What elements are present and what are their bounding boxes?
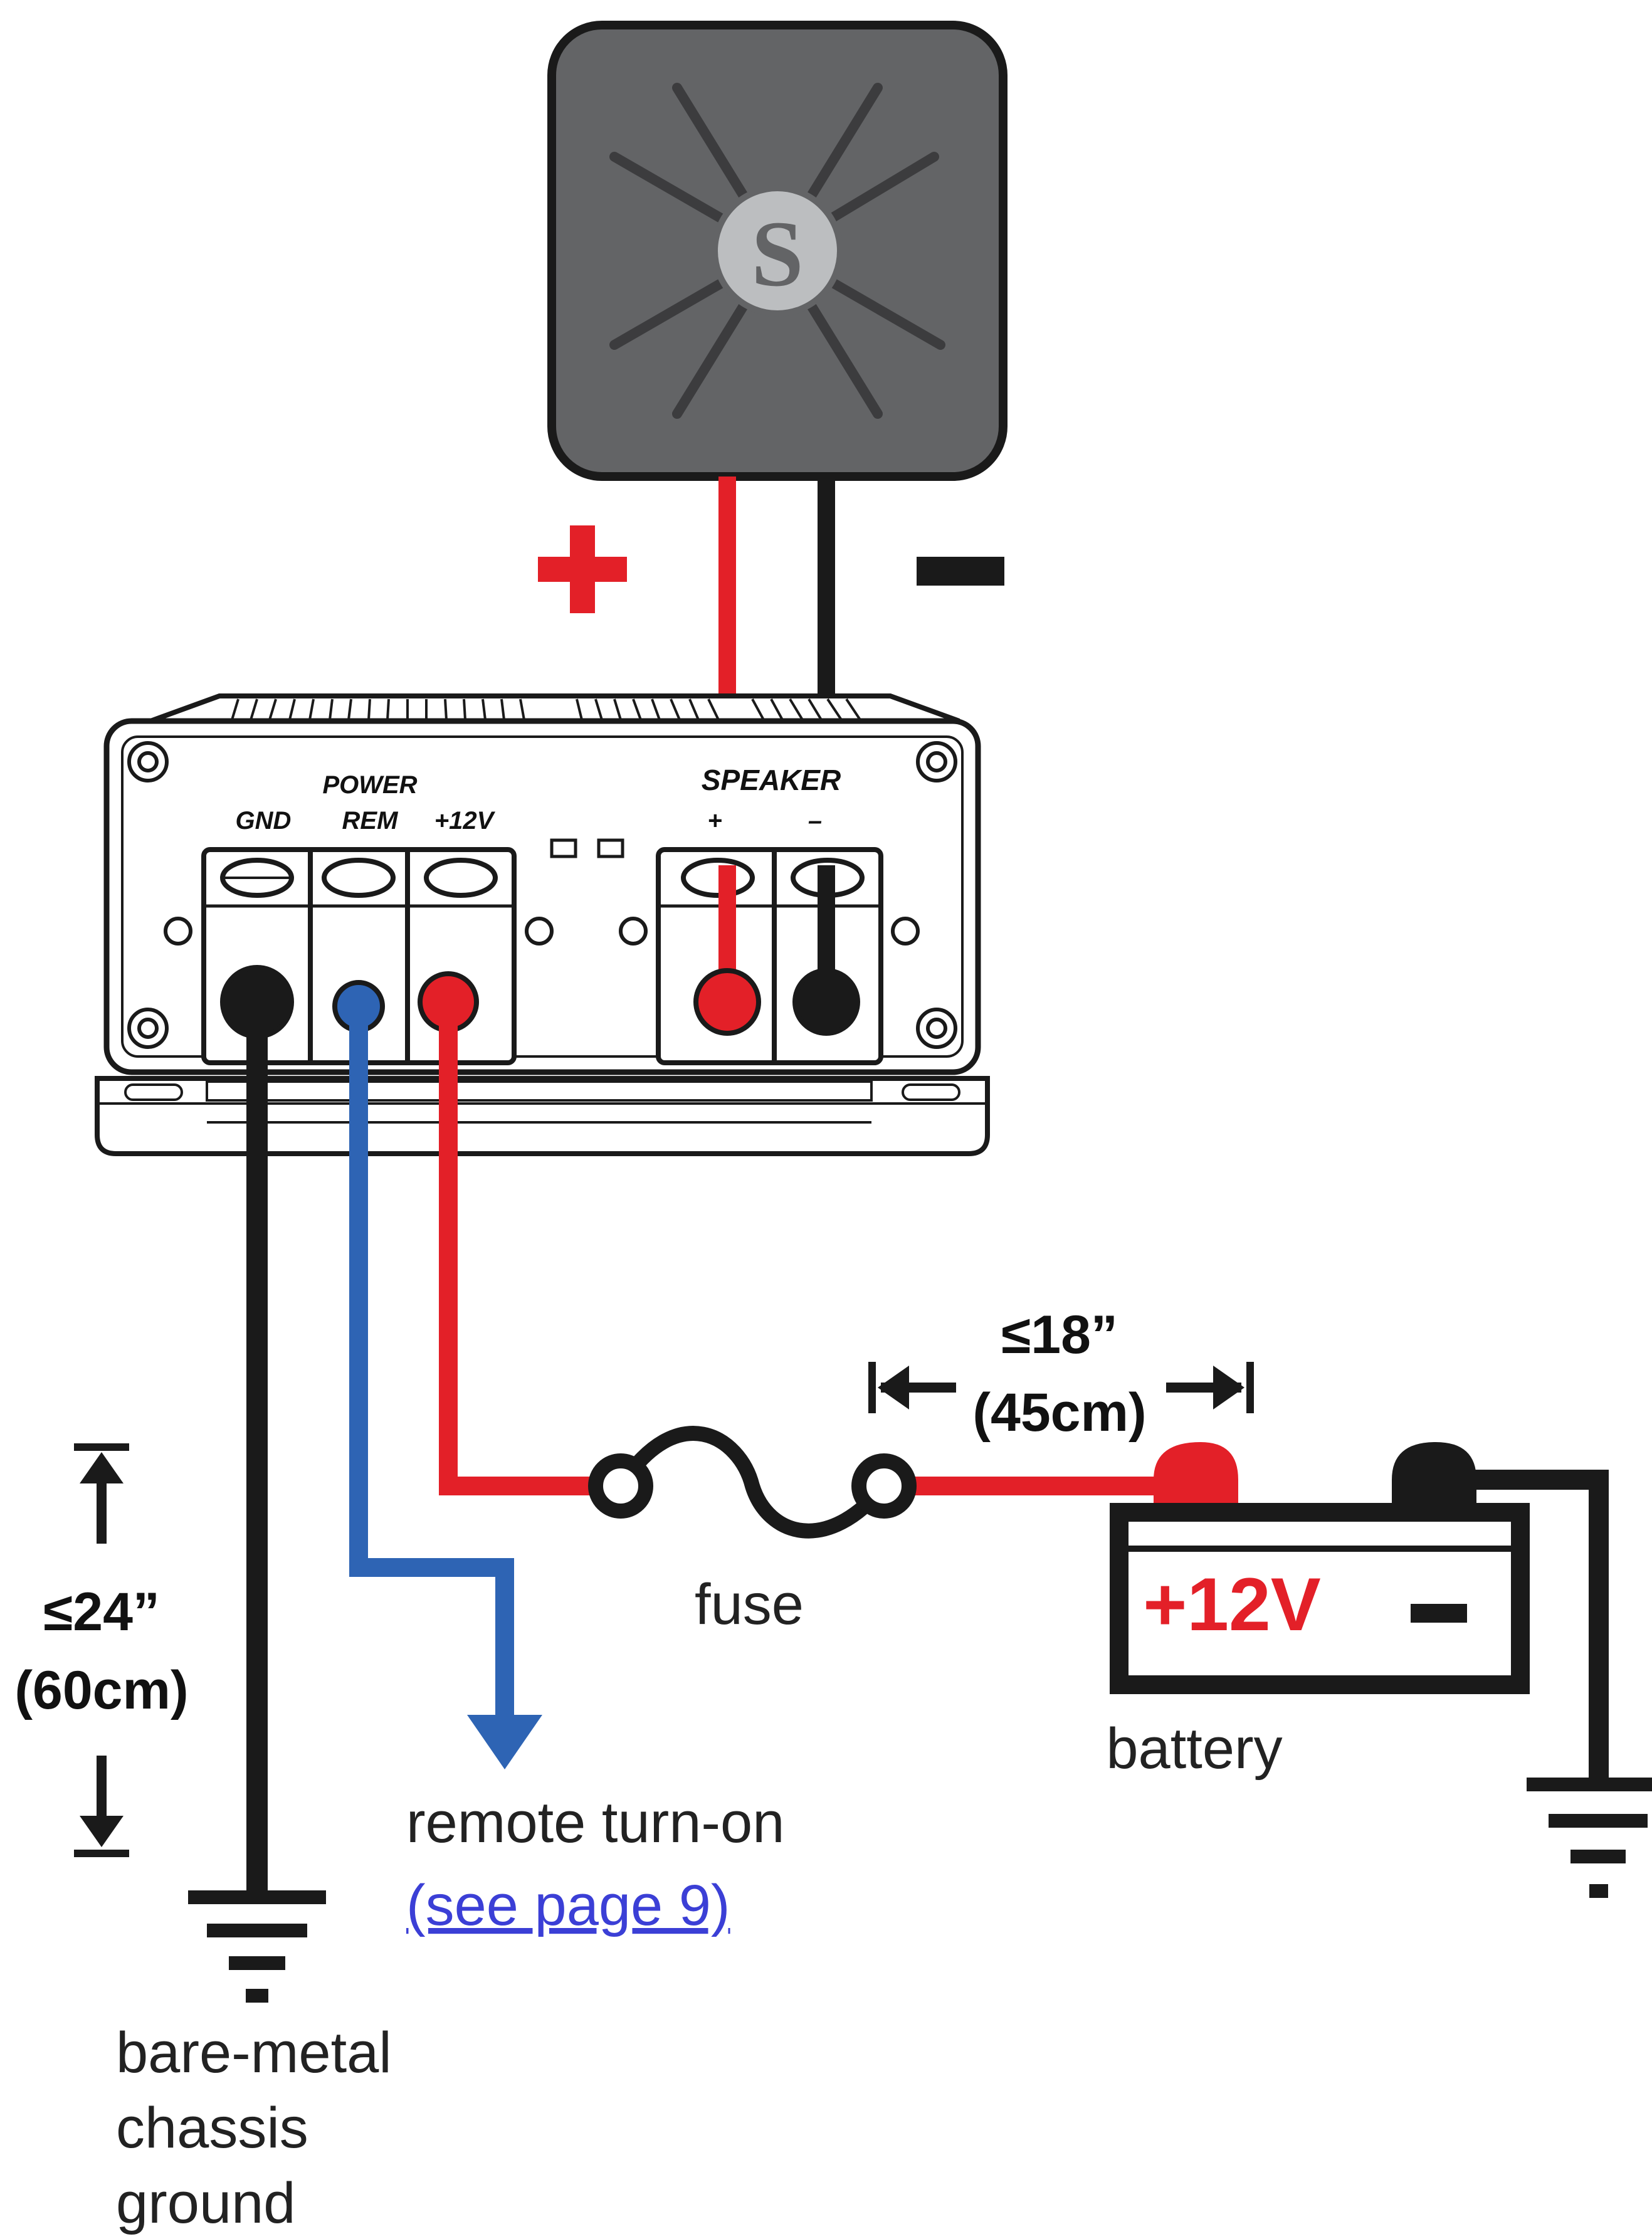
battery-minus-sign xyxy=(1411,1604,1467,1623)
terminal-label-rem: REM xyxy=(342,807,399,835)
fuse-icon xyxy=(588,1426,917,1539)
fuse-distance-dimension xyxy=(868,1362,1254,1413)
battery-ground-icon xyxy=(1527,1778,1652,1898)
fuse-label: fuse xyxy=(695,1573,804,1636)
battery-negative-post xyxy=(1392,1442,1476,1512)
fuse-distance-metric: (45cm) xyxy=(972,1383,1146,1443)
battery-positive-post xyxy=(1154,1442,1238,1512)
chassis-ground-label-line-2: chassis xyxy=(116,2096,308,2160)
power-wire xyxy=(439,1002,621,1495)
amplifier-speaker-label: SPEAKER xyxy=(702,764,841,796)
chassis-ground-label-line-3: ground xyxy=(116,2171,295,2235)
speaker-minus-sign xyxy=(917,557,1004,586)
speaker-terminal-positive xyxy=(693,968,761,1036)
speaker-terminal-block xyxy=(656,847,883,1065)
remote-label: remote turn-on xyxy=(406,1791,784,1855)
ground-distance-dimension xyxy=(74,1443,129,1857)
speaker-logo-icon xyxy=(712,185,843,317)
speaker-terminal-plus-label: + xyxy=(707,807,722,835)
speaker: S xyxy=(547,21,1008,481)
remote-arrow-icon xyxy=(467,1715,542,1769)
speaker-terminal-negative xyxy=(792,968,860,1036)
terminal-label-gnd: GND xyxy=(236,807,292,835)
amplifier: POWER GND REM +12V SPEAKER + – xyxy=(95,693,990,1156)
status-led-icon xyxy=(597,838,624,858)
speaker-logo-letter: S xyxy=(751,202,803,306)
remote-see-page-link[interactable]: (see page 9) xyxy=(406,1873,730,1937)
battery: +12V xyxy=(1110,1442,1530,1694)
speaker-plus-sign xyxy=(538,525,627,613)
battery-label: battery xyxy=(1106,1717,1282,1781)
ground-distance-label: ≤24” xyxy=(43,1582,160,1642)
amplifier-heatsink-fins xyxy=(231,698,861,721)
speaker-terminal-minus-label: – xyxy=(808,807,822,835)
chassis-ground-label-line-1: bare-metal xyxy=(116,2021,392,2085)
amplifier-screw-icon xyxy=(127,741,957,1049)
fuse-distance-label: ≤18” xyxy=(1001,1305,1118,1365)
amplifier-power-label: POWER xyxy=(322,771,417,799)
battery-ground-wire xyxy=(1436,1470,1609,1784)
ground-distance-metric: (60cm) xyxy=(14,1660,188,1720)
terminal-label-12v: +12V xyxy=(434,807,496,835)
chassis-ground-icon xyxy=(188,1890,326,2003)
battery-plus-label: +12V xyxy=(1143,1562,1321,1646)
status-led-icon xyxy=(550,838,577,858)
remote-wire xyxy=(349,1006,514,1731)
